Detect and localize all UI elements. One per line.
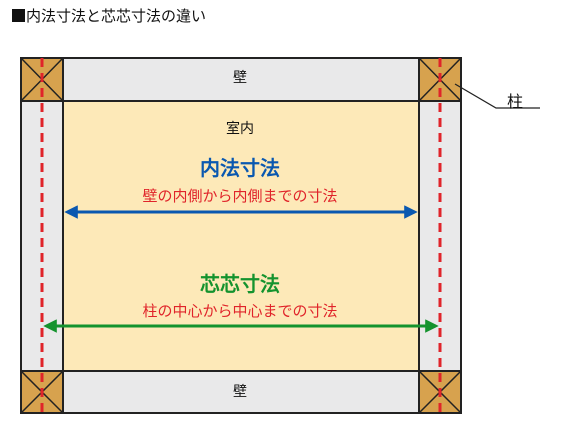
wall-bottom-label: 壁 bbox=[233, 384, 247, 400]
pillar-leader-line bbox=[454, 83, 540, 109]
uchinori-description: 壁の内側から内側までの寸法 bbox=[142, 187, 338, 205]
pillar-label: 柱 bbox=[507, 92, 524, 111]
diagram-title-text: 内法寸法と芯芯寸法の違い bbox=[26, 7, 207, 25]
diagram-title: 内法寸法と芯芯寸法の違い bbox=[12, 6, 206, 26]
square-bullet-icon bbox=[12, 9, 25, 22]
room-label: 室内 bbox=[226, 121, 254, 137]
shinshin-description: 柱の中心から中心までの寸法 bbox=[142, 302, 338, 320]
wall-top-label: 壁 bbox=[233, 70, 247, 86]
uchinori-title: 内法寸法 bbox=[200, 156, 280, 180]
shinshin-title: 芯芯寸法 bbox=[200, 272, 280, 296]
room-area bbox=[62, 100, 420, 372]
